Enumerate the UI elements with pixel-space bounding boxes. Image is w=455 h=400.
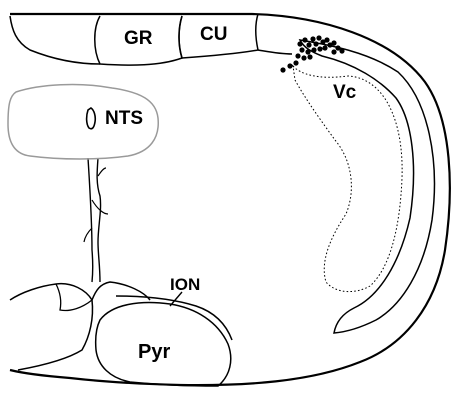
neuron-dot <box>299 47 304 52</box>
neuron-dot <box>331 40 336 45</box>
raphe-branch-3 <box>84 228 92 242</box>
neuron-dot <box>280 67 285 72</box>
neuron-dot <box>322 45 327 50</box>
section-outline <box>10 14 450 385</box>
neuron-dot <box>339 48 344 53</box>
ion-label: ION <box>170 275 200 294</box>
nts-central-canal <box>87 108 96 129</box>
midline-raphe <box>88 158 93 282</box>
neuron-dot <box>301 55 306 60</box>
cu-label: CU <box>200 24 227 45</box>
neuron-dot <box>324 37 329 42</box>
neuron-dot <box>293 60 298 65</box>
pyr-label: Pyr <box>138 341 170 363</box>
ion-pointer-line <box>170 292 182 306</box>
ventral-left-extra <box>56 284 92 311</box>
midline-raphe-right <box>97 158 100 282</box>
neuron-dot <box>307 54 312 59</box>
neuron-dot <box>313 41 318 46</box>
gr-label: GR <box>124 28 153 49</box>
ion-outline <box>116 296 232 340</box>
neuron-dot <box>297 41 302 46</box>
neuron-dot <box>302 37 307 42</box>
neuron-dot <box>306 42 311 47</box>
neuron-dot <box>317 46 322 51</box>
vc-label: Vc <box>333 82 357 103</box>
nts-label: NTS <box>105 108 143 129</box>
raphe-branch-2 <box>98 168 106 176</box>
trigeminal-tract-band <box>300 40 434 333</box>
neuron-dot <box>295 53 300 58</box>
left-pyramid-outline <box>10 284 93 370</box>
neuron-dot <box>316 35 321 40</box>
neuron-dot <box>311 47 316 52</box>
neuron-dot <box>310 36 315 41</box>
neuron-dot <box>287 63 292 68</box>
left-column-outline <box>10 16 100 64</box>
neuron-dot <box>331 49 336 54</box>
cuneate-lateral-border <box>258 50 292 54</box>
neuron-dot <box>305 49 310 54</box>
